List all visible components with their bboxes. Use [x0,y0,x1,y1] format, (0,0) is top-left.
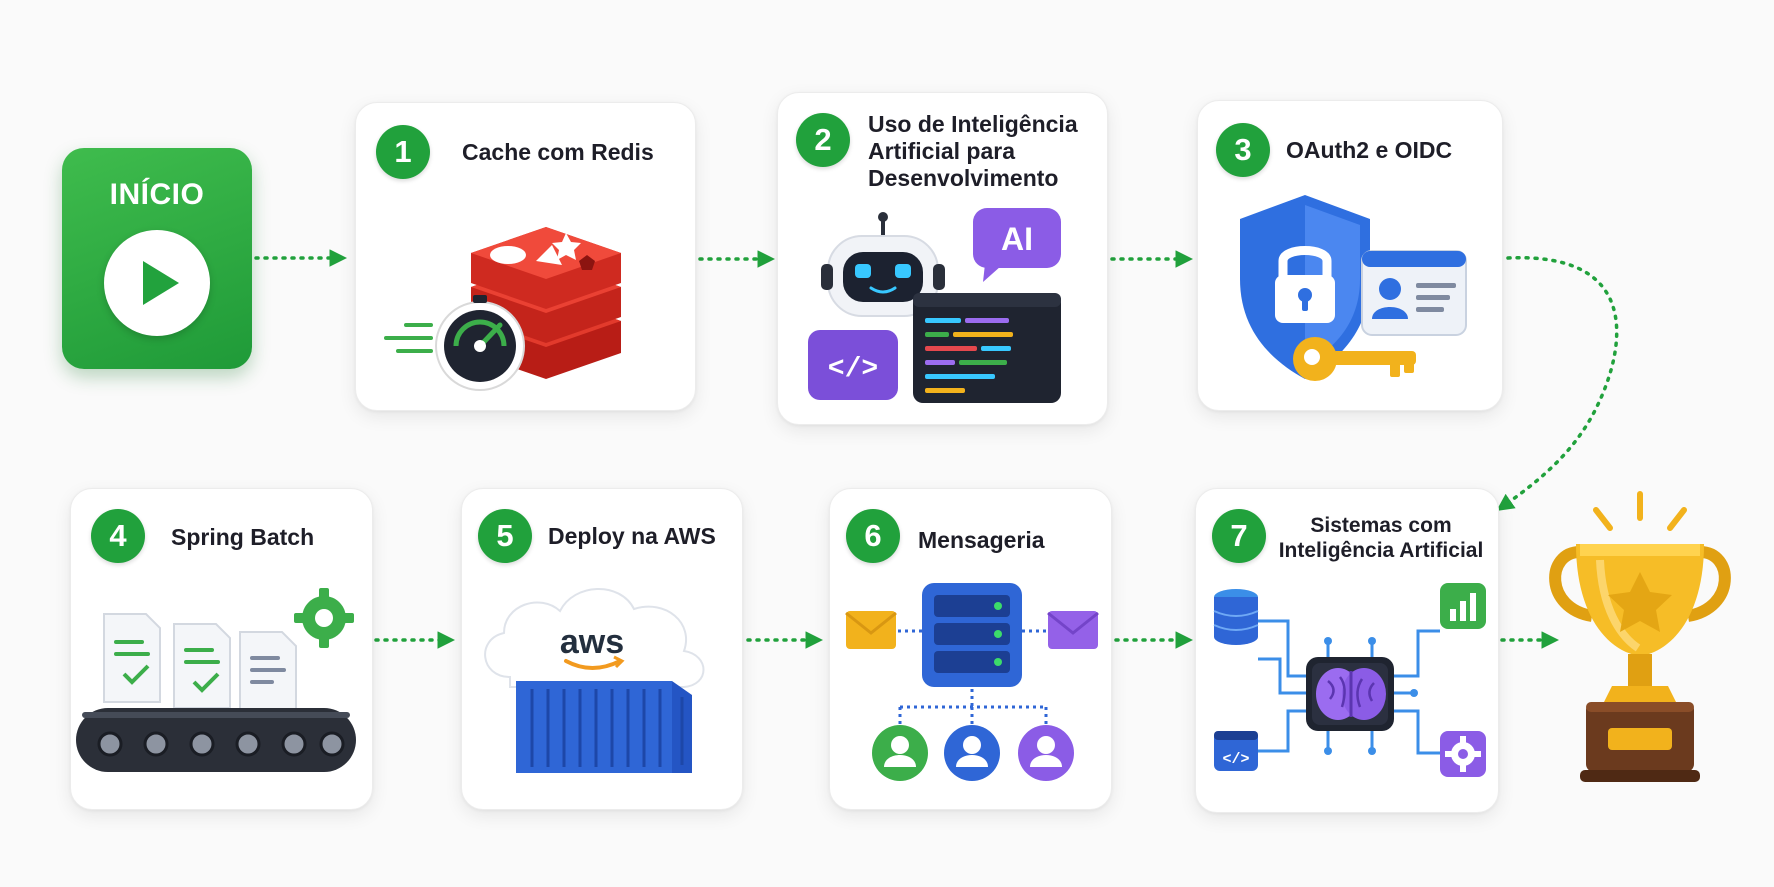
step-title: Deploy na AWS [548,523,716,549]
ai-systems-illustration: </> [1213,583,1486,777]
code-editor-icon [913,293,1061,403]
gear-icon [1440,731,1486,777]
envelope-icon [1047,611,1099,649]
document-icon [239,631,297,711]
step-number-badge: 7 [1212,509,1266,563]
brain-chip-icon [1306,657,1394,731]
step-title-line: Sistemas com [1310,514,1452,537]
user-icon [872,725,928,781]
container-icon [516,681,692,773]
aws-deploy-illustration: aws [484,588,705,773]
speedometer-icon [384,295,525,391]
bar-chart-icon [1440,583,1486,629]
envelope-icon [845,611,897,649]
step-number-badge: 5 [478,509,532,563]
code-icon: </> [1214,731,1258,771]
code-icon: </> [808,330,898,400]
user-icon [944,725,1000,781]
arrow-3-to-7 [1496,256,1619,511]
user-icon [1018,725,1074,781]
gear-icon [294,588,354,648]
cloud-icon: aws [484,588,705,688]
step-card-4: 4 Spring Batch [70,488,373,810]
shield-lock-icon [1240,195,1370,379]
document-icon [103,613,161,703]
step-card-6: 6 Mensageria [829,488,1112,810]
step-title-line: Desenvolvimento [868,165,1059,191]
step-card-7: 7 Sistemas com Inteligência Artificial [1195,488,1499,813]
step-number-badge: 3 [1216,123,1270,177]
start-label: INÍCIO [109,178,205,211]
step-card-5: 5 Deploy na AWS aws [461,488,743,810]
step-card-2: 2 Uso de Inteligência Artificial para De… [777,92,1108,425]
code-tag-text: </> [1222,751,1249,768]
step-number-badge: 4 [91,509,145,563]
robot-icon [821,212,945,317]
step-title-line: Inteligência Artificial [1278,539,1484,562]
database-icon [1213,589,1259,645]
messaging-illustration [845,583,1099,781]
ai-bubble-text: AI [1001,221,1033,257]
step-card-1: 1 Cache com Redis [355,102,696,411]
robot-ai-coding-illustration: AI </> [808,208,1061,403]
conveyor-belt-icon [76,708,356,772]
step-number-badge: 2 [796,113,850,167]
step-title: Uso de Inteligência Artificial para Dese… [868,111,1103,192]
document-icon [173,623,231,709]
step-title-line: Uso de Inteligência [868,111,1078,137]
aws-logo-text: aws [560,623,624,661]
ai-chat-icon: AI [973,208,1061,282]
security-illustration [1240,195,1467,381]
trophy-icon [1549,491,1731,782]
redis-icon [384,227,621,391]
code-tag-text: </> [828,354,878,385]
step-title: Spring Batch [171,524,315,550]
start-node: INÍCIO [62,148,252,369]
play-icon [104,230,210,336]
step-title: Mensageria [918,527,1045,553]
step-number-badge: 1 [376,125,430,179]
step-number-badge: 6 [846,509,900,563]
step-title-line: Artificial para [868,138,1015,164]
key-icon [1293,337,1416,381]
id-card-icon [1361,250,1467,336]
message-broker-icon [922,583,1022,687]
step-title: Sistemas com Inteligência Artificial [1270,513,1492,563]
step-title: OAuth2 e OIDC [1286,137,1453,163]
step-title: Cache com Redis [462,139,654,165]
step-card-3: 3 OAuth2 e OIDC [1197,100,1503,411]
batch-processing-illustration [76,588,356,772]
